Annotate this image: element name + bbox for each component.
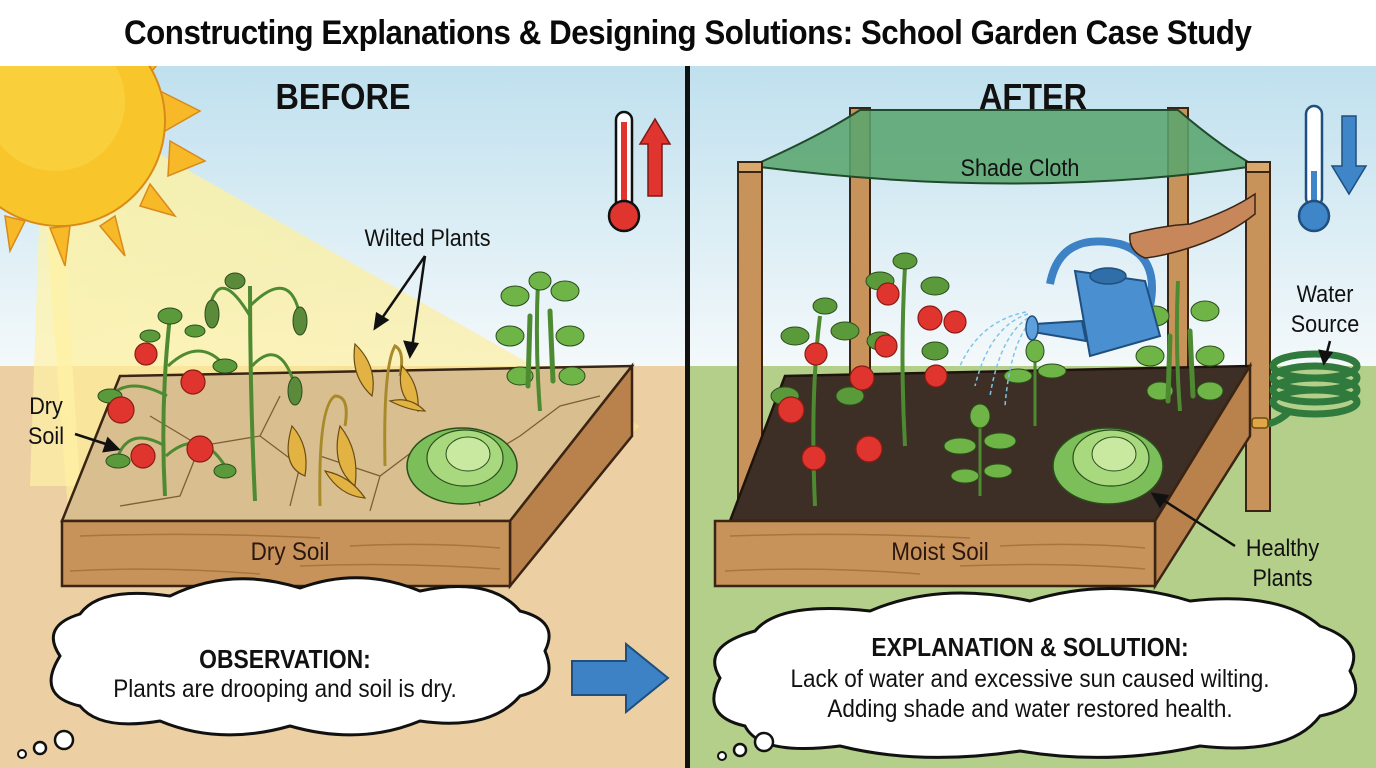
water-source-label: Water Source	[1290, 281, 1360, 338]
panel-divider	[685, 66, 690, 768]
callout-arrows	[74, 255, 427, 453]
watering-can-icon	[1025, 237, 1162, 358]
observation-heading: OBSERVATION:	[199, 644, 371, 674]
water-spray	[959, 311, 1031, 407]
explanation-bubble-shape	[712, 587, 1358, 761]
before-scene	[0, 66, 686, 768]
drooping-plant	[204, 272, 308, 502]
callout-arrows	[1150, 340, 1334, 548]
cabbage	[406, 427, 518, 505]
sun-icon	[0, 66, 207, 267]
after-panel: AFTER Shade Cloth Water Source Healthy P…	[690, 66, 1376, 768]
observation-text: Plants are drooping and soil is dry.	[113, 675, 457, 703]
shade-cloth-label: Shade Cloth	[960, 155, 1080, 182]
hose-nozzle	[1251, 417, 1269, 429]
before-heading: BEFORE	[275, 76, 411, 117]
cabbage	[1052, 427, 1164, 505]
page-title: Constructing Explanations & Designing So…	[124, 13, 1252, 52]
dry-soil-box-label: Dry Soil	[250, 538, 330, 566]
thermometer-hot-icon	[607, 110, 641, 233]
moist-soil-box-label: Moist Soil	[891, 538, 989, 566]
wilted-plants-label: Wilted Plants	[364, 225, 491, 252]
bean-plant	[495, 271, 586, 412]
young-plants	[943, 339, 1067, 496]
tomato-plant-drooping	[97, 307, 238, 497]
hand-arm	[1129, 192, 1256, 259]
observation-bubble-shape	[17, 576, 551, 759]
before-panel: BEFORE Wilted Plants Dry Soil Dry Soil O…	[0, 66, 686, 768]
healthy-plants-label: Healthy Plants	[1245, 535, 1320, 592]
after-scene	[690, 66, 1376, 768]
hose-icon	[1267, 350, 1361, 428]
after-heading: AFTER	[979, 76, 1087, 117]
dry-soil-callout: Dry Soil	[27, 393, 65, 450]
arrow-up-icon	[638, 117, 672, 197]
healthy-tomato-plants	[770, 252, 967, 507]
thermometer-cool-icon	[1297, 104, 1331, 233]
arrow-right-icon	[571, 641, 670, 715]
title-bar: Constructing Explanations & Designing So…	[0, 0, 1376, 66]
wilted-plants	[287, 342, 427, 507]
arrow-down-icon	[1330, 115, 1368, 196]
explanation-text: Lack of water and excessive sun caused w…	[790, 665, 1270, 723]
explanation-heading: EXPLANATION & SOLUTION:	[871, 632, 1189, 662]
